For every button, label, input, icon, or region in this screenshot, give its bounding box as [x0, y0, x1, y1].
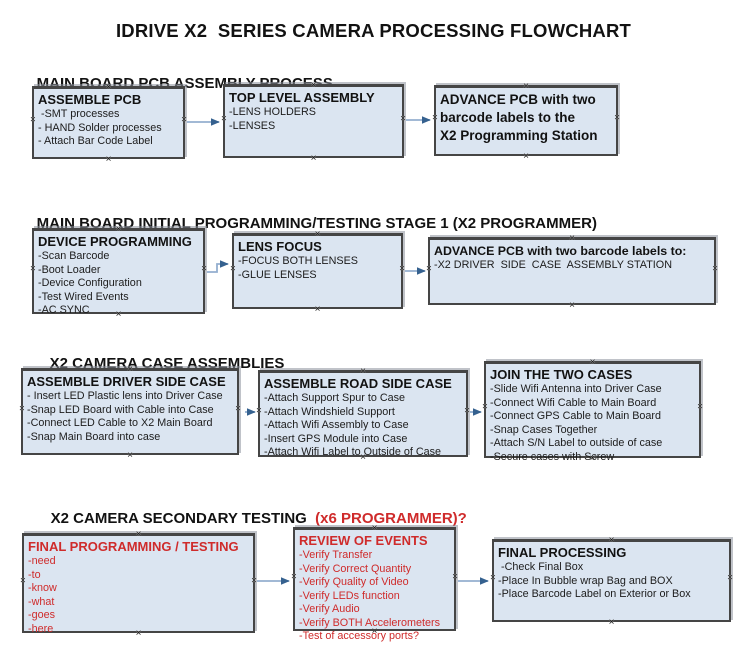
box-item: -Attach S/N Label to outside of case	[490, 437, 663, 449]
box-title: TOP LEVEL ASSEMBLY	[229, 90, 375, 105]
box-item: -here	[28, 622, 54, 635]
box-item: -need	[28, 555, 56, 567]
flow-box-device-programming[interactable]: DEVICE PROGRAMMING -Scan Barcode-Boot Lo…	[30, 225, 207, 320]
box-item: - Insert LED Plastic lens into Driver Ca…	[27, 390, 223, 402]
connection-handle-icon: ×	[105, 154, 112, 165]
box-item: - Attach Bar Code Label	[38, 135, 153, 147]
box-title: ADVANCE PCB with two barcode labels to:	[434, 244, 687, 258]
box-item: -FOCUS BOTH LENSES	[238, 255, 358, 267]
flow-box-assemble-road-side-case[interactable]: ASSEMBLE ROAD SIDE CASE -Attach Support …	[256, 367, 470, 463]
box-item-list: -Check Final Box-Place In Bubble wrap Ba…	[494, 561, 729, 602]
flow-box-final-processing[interactable]: FINAL PROCESSING -Check Final Box-Place …	[490, 536, 733, 628]
box-title: ADVANCE PCB with two barcode labels to t…	[440, 92, 598, 143]
box-item: -Verify Quality of Video	[299, 576, 409, 588]
box-item: -Attach Support Spur to Case	[264, 392, 406, 404]
box-title: FINAL PROCESSING	[498, 545, 627, 560]
box-item-list: -SMT processes- HAND Solder processes- A…	[34, 108, 183, 149]
box-title: ASSEMBLE PCB	[38, 92, 142, 107]
box-item: -Verify Transfer	[299, 549, 373, 561]
box-title: REVIEW OF EVENTS	[299, 533, 428, 548]
connection-handle-icon: ×	[127, 450, 133, 461]
flow-box-review-of-events[interactable]: REVIEW OF EVENTS -Verify Transfer-Verify…	[291, 524, 458, 643]
box-title: DEVICE PROGRAMMING	[38, 234, 192, 249]
section-heading-text: X2 CAMERA SECONDARY TESTING	[50, 510, 307, 527]
box-item: -Verify Audio	[299, 603, 360, 615]
connection-handle-icon: ×	[523, 151, 529, 162]
section-heading-text: X2 CAMERA CASE ASSEMBLIES	[49, 355, 285, 372]
box-item: -Snap LED Board with Cable into Case	[27, 403, 214, 416]
box-item-list: -X2 DRIVER SIDE CASE ASSEMBLY STATION	[430, 259, 714, 273]
box-item: -know	[28, 582, 57, 594]
box-item: -goes	[28, 609, 56, 621]
box-item: -LENSES	[229, 119, 276, 132]
box-item: -what	[28, 595, 55, 608]
box-item: -Verify Correct Quantity	[299, 562, 412, 575]
flow-box-assemble-driver-side-case[interactable]: ASSEMBLE DRIVER SIDE CASE - Insert LED P…	[19, 365, 241, 461]
box-item-list: -FOCUS BOTH LENSES-GLUE LENSES	[234, 255, 401, 282]
box-item: -Connect LED Cable to X2 Main Board	[27, 417, 213, 429]
box-item: -Attach Wifi Assembly to Case	[264, 419, 409, 431]
connection-handle-icon: ×	[608, 617, 615, 628]
box-item: -Verify LEDs function	[299, 589, 400, 602]
section-heading-text: MAIN BOARD INITIAL PROGRAMMING/TESTING S…	[36, 215, 597, 232]
page-title: IDRIVE X2 SERIES CAMERA PROCESSING FLOWC…	[115, 20, 632, 41]
box-item-list: -LENS HOLDERS-LENSES	[225, 106, 402, 133]
box-item: -GLUE LENSES	[238, 268, 317, 281]
box-item: -Boot Loader	[38, 263, 101, 276]
box-item: -Connect GPS Cable to Main Board	[490, 410, 662, 422]
box-item: -Test of accessory ports?	[299, 630, 420, 642]
box-item: -Test Wired Events	[38, 290, 129, 303]
box-title: FINAL PROGRAMMING / TESTING	[28, 539, 239, 554]
box-item: - HAND Solder processes	[38, 121, 162, 134]
box-item: -Device Configuration	[38, 277, 142, 289]
box-item: -Slide Wifi Antenna into Driver Case	[490, 383, 662, 395]
flow-box-final-programming-testing[interactable]: FINAL PROGRAMMING / TESTING -need-to-kno…	[20, 530, 257, 639]
box-item: -Place In Bubble wrap Bag and BOX	[498, 574, 673, 587]
flow-box-top-level-assembly[interactable]: TOP LEVEL ASSEMBLY -LENS HOLDERS-LENSES …	[221, 81, 406, 164]
box-item: -AC SYNC	[38, 304, 90, 316]
box-item-list: -Attach Support Spur to Case-Attach Wind…	[260, 392, 466, 460]
box-bottom-border	[293, 629, 456, 631]
box-item: -Place Barcode Label on Exterior or Box	[498, 588, 691, 600]
connection-handle-icon: ×	[569, 300, 575, 311]
flow-box-join-the-two-cases[interactable]: JOIN THE TWO CASES -Slide Wifi Antenna i…	[482, 358, 703, 464]
box-item: -Attach Wifi Label to Outside of Case	[264, 446, 442, 458]
section-heading-accent: (x6 PROGRAMMER)?	[306, 510, 467, 527]
box-item: -SMT processes	[38, 108, 120, 120]
box-title: LENS FOCUS	[238, 239, 322, 254]
box-item-list: -Slide Wifi Antenna into Driver Case-Con…	[486, 383, 699, 464]
box-item-list: - Insert LED Plastic lens into Driver Ca…	[23, 390, 237, 444]
box-item: -Snap Cases Together	[490, 423, 598, 436]
box-item: -Connect Wifi Cable to Main Board	[490, 396, 657, 409]
box-title: JOIN THE TWO CASES	[490, 367, 633, 382]
connection-handle-icon: ×	[314, 304, 321, 315]
section-heading-secondary-testing: X2 CAMERA SECONDARY TESTING (x6 PROGRAMM…	[34, 493, 467, 544]
box-item: -Verify BOTH Accelerometers	[299, 616, 440, 629]
box-item-list: -need-to-know-what-goes-here	[24, 555, 253, 636]
connection-handle-icon: ×	[310, 153, 317, 164]
box-item-list: -Scan Barcode-Boot Loader-Device Configu…	[34, 250, 203, 318]
box-item: -Snap Main Board into case	[27, 430, 161, 443]
box-title: ASSEMBLE ROAD SIDE CASE	[264, 376, 452, 391]
section-heading-case-assemblies: X2 CAMERA CASE ASSEMBLIES	[33, 338, 285, 389]
arrow-device-programming-to-lens-focus	[207, 260, 229, 273]
box-title: ASSEMBLE DRIVER SIDE CASE	[27, 374, 226, 389]
flow-box-lens-focus[interactable]: LENS FOCUS -FOCUS BOTH LENSES-GLUE LENSE…	[230, 230, 405, 315]
flow-box-advance-pcb-programming-station[interactable]: ADVANCE PCB with two barcode labels to t…	[432, 82, 620, 162]
section-heading-initial-programming: MAIN BOARD INITIAL PROGRAMMING/TESTING S…	[20, 198, 597, 249]
box-item: -Insert GPS Module into Case	[264, 432, 408, 445]
box-item: -X2 DRIVER SIDE CASE ASSEMBLY STATION	[434, 259, 672, 271]
box-item-list: -Verify Transfer-Verify Correct Quantity…	[295, 549, 454, 644]
box-item: -Attach Windshield Support	[264, 405, 395, 418]
box-item: -Secure cases with Screw	[490, 450, 615, 463]
flow-box-advance-pcb-driver-side-station[interactable]: ADVANCE PCB with two barcode labels to: …	[426, 234, 718, 311]
box-item: -to	[28, 568, 41, 581]
flow-box-assemble-pcb[interactable]: ASSEMBLE PCB -SMT processes- HAND Solder…	[30, 83, 187, 165]
box-item: -Check Final Box	[498, 561, 584, 573]
box-item: -Scan Barcode	[38, 250, 110, 262]
box-item: -LENS HOLDERS	[229, 106, 316, 118]
